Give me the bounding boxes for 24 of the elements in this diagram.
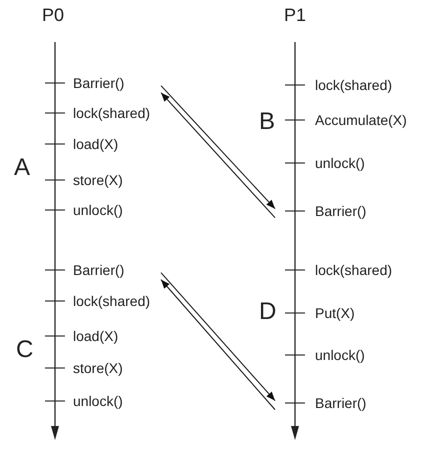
operation-text: lock(shared) (315, 77, 392, 93)
operation-text: Put(X) (315, 305, 355, 321)
region-label: A (14, 155, 30, 181)
operation-text: unlock() (315, 155, 365, 171)
process-label: P0 (42, 5, 64, 25)
operation-text: store(X) (73, 360, 123, 376)
operation-text: store(X) (73, 172, 123, 188)
operation-text: load(X) (73, 328, 118, 344)
operation-text: lock(shared) (73, 105, 150, 121)
operation-text: Accumulate(X) (315, 112, 407, 128)
region-label: B (259, 109, 276, 135)
region-label: C (16, 337, 34, 363)
operation-text: load(X) (73, 136, 118, 152)
barrier-text: Barrier() (73, 75, 124, 91)
operation-text: unlock() (73, 393, 123, 409)
operation-text: lock(shared) (73, 293, 150, 309)
process-label: P1 (284, 5, 306, 25)
operation-text: unlock() (315, 347, 365, 363)
barrier-text: Barrier() (315, 203, 366, 219)
region-label: D (259, 299, 276, 325)
operation-text: unlock() (73, 202, 123, 218)
barrier-text: Barrier() (315, 395, 366, 411)
operation-text: lock(shared) (315, 262, 392, 278)
barrier-text: Barrier() (73, 262, 124, 278)
